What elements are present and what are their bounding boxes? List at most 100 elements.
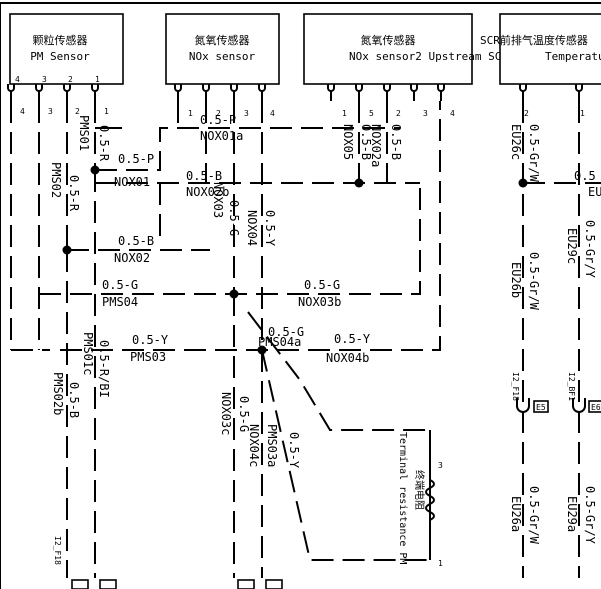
pm-sensor-title-en: PM Sensor [30,50,90,63]
eu26a-name-label: EU26a [509,496,523,532]
nox01-name-label: NOX01 [114,175,150,189]
resistor-symbol [425,479,435,521]
nox04-name-label: NOX04 [245,210,259,246]
nox-sensor-box: 氮氧传感器 NOx sensor [165,13,280,85]
connector-box-bottom-4 [265,579,283,589]
scr-temp-title-cn: SCR前排气温度传感器 [480,33,588,47]
nox-sensor2-title-cn: 氮氧传感器 [361,33,416,47]
pms03-name-label: PMS03 [130,350,166,364]
nox03-name-label: NOX03 [211,182,225,218]
pms01-name-label: PMS01 [77,115,91,151]
nox04c-name-label: NOX04c [247,424,261,467]
pms01c-spec-label: 0.5-R/BI [97,340,111,398]
pms01-spec-label: 0.5-R [97,125,111,162]
nox05-name-label: NOX05 [341,124,355,160]
vertical-labels: PMS01 0.5-R PMS02 0.5-R NOX03 0.5-G NOX0… [49,115,597,545]
pm-pin-4: 4 [15,75,20,84]
pms01c-name-label: PMS01c [81,332,95,375]
pm-pin-4-lower: 4 [20,107,25,116]
nox03b-spec-label: 0.5-G [304,278,340,292]
pm-pin-3-lower: 3 [48,107,53,116]
terminal-label-en: Terminal resistance PM [397,432,408,564]
nox01a-name-label: NOX01a [200,129,243,143]
scr-pin-1: 1 [580,109,585,118]
scr-pins: 2 1 [519,84,585,118]
connector-box-e6 [588,400,601,413]
nox-sensor-title-cn: 氮氧传感器 [195,33,250,47]
nox03b-name-label: NOX03b [298,295,341,309]
nox2-pin-5: 5 [369,109,374,118]
nox-pin-2: 2 [216,109,221,118]
eu26c-spec-label: 0.5-Gr/W [527,124,541,183]
pms03a-spec-label: 0.5-Y [287,432,301,469]
pms03a-name-label: PMS03a [265,424,279,467]
eu26a-spec-label: 0.5-Gr/W [527,486,541,545]
pm-pin-1-lower: 1 [104,107,109,116]
nox-pin-3: 3 [244,109,249,118]
junction-dot [62,245,72,255]
nox2-pins: 1 5 2 3 4 [327,84,455,118]
connector-box-bottom-1 [71,579,89,589]
nox04b-name-label: NOX04b [326,351,369,365]
connector-box-bottom-2 [99,579,117,589]
nox04c-spec-label: 0.5-G [237,396,251,432]
pm-sensor-title-cn: 颗粒传感器 [33,33,88,47]
eu-right-name-label: EU [588,185,601,199]
pm-sensor-box: 颗粒传感器 PM Sensor [9,13,124,85]
nox02a-name-label: NOX02a [369,124,383,167]
nox-pin-4: 4 [270,109,275,118]
junction-dot [257,345,267,355]
connectors: I2_F18 I2_F18 I2_BF1 E5 E6 [53,372,601,589]
scr-pin-2: 2 [524,109,529,118]
connector-i2-f18-left: I2_F18 [53,536,62,565]
connector-i2-bf1: I2_BF1 [567,372,576,401]
eu26b-spec-label: 0.5-Gr/W [527,252,541,311]
pm-pin-2: 2 [68,75,73,84]
pm-pin-3: 3 [42,75,47,84]
pms04-name-label: PMS04 [102,295,138,309]
pm-pin-2-lower: 2 [75,107,80,116]
pms03-spec-label: 0.5-Y [132,333,169,347]
nox04b-spec-label: 0.5-Y [334,332,371,346]
pms02b-name-label: PMS02b [51,372,65,415]
nox01-spec-label: 0.5-P [118,152,154,166]
connector-cup-left [516,398,530,413]
scr-temp-title-en: Temperature [545,50,601,63]
junctions [62,165,528,355]
nox-pins: 1 2 3 4 [174,84,275,118]
nox02b-name-label: NOX02b [186,185,229,199]
nox03c-name-label: NOX03c [219,392,233,435]
nox2-pin-3: 3 [423,109,428,118]
eu-right-spec-label: 0.5 [574,169,596,183]
junction-dot [229,289,239,299]
nox2-pin-2: 2 [396,109,401,118]
nox02-name-label: NOX02 [114,251,150,265]
nox02a-spec-label: 0.5-B [389,124,403,160]
pm-pins: 4 3 2 1 4 3 2 1 [7,75,109,116]
nox05-spec-label: 0.5-B [359,124,373,160]
wire-labels: 0.5-P NOX01 0.5-P NOX01a 0.5-B NOX02b 0.… [102,113,601,365]
pm-pin-1: 1 [95,75,100,84]
nox02b-spec-label: 0.5-B [186,169,222,183]
eu26c-name-label: EU26c [509,124,523,160]
eu29a-spec-label: 0.5-Gr/Y [583,486,597,545]
pms02b-spec-label: 0.5-B [67,382,81,418]
pms04a-spec-label: 0.5-G [268,325,304,339]
nox2-pin-1: 1 [342,109,347,118]
eu29c-spec-label: 0.5-Gr/Y [583,220,597,279]
eu29a-name-label: EU29a [565,496,579,532]
pms04a-name-label: PMS04a [258,335,301,349]
pms04-spec-label: 0.5-G [102,278,138,292]
connector-box-e5 [533,400,549,413]
junction-dot [518,178,528,188]
terminal-label-cn: 终端电阻 [413,470,426,510]
connector-box-bottom-3 [237,579,255,589]
connector-box-e5-label: E5 [536,403,546,412]
junction-dot [90,165,100,175]
terminal-resistance: Terminal resistance PM 终端电阻 3 1 [397,432,443,568]
pms02-spec-label: 0.5-R [67,175,81,212]
nox03-spec-label: 0.5-G [227,200,241,236]
connector-cup-right [572,398,586,413]
nox04-spec-label: 0.5-Y [263,210,277,247]
